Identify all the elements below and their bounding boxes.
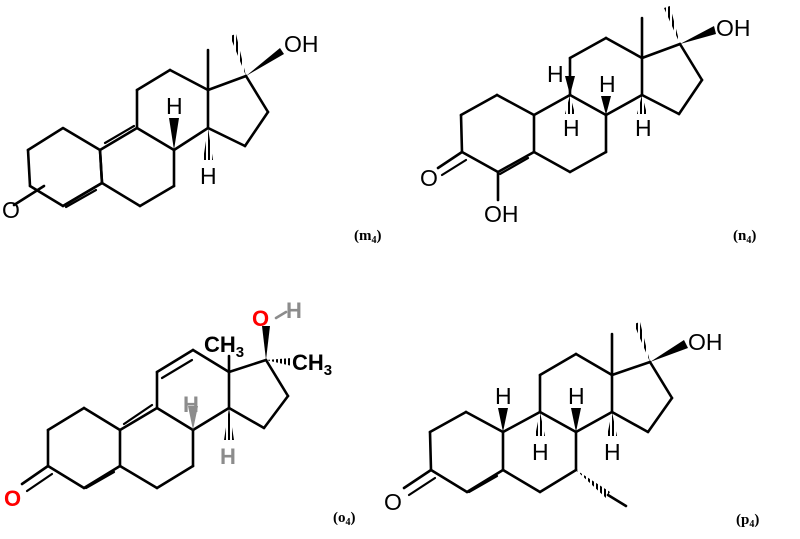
o4-hydroxyl-hydrogen: H <box>286 298 302 323</box>
p4-h14: H <box>604 439 621 465</box>
n4-h10: H <box>547 61 564 87</box>
o4-c18-methyl: CH3 <box>204 332 244 361</box>
structure-m4-bonds <box>12 34 284 209</box>
m4-ketone-oxygen: O <box>2 197 20 223</box>
o4-c17-methyl: CH3 <box>292 350 332 379</box>
p4-h9: H <box>532 439 549 465</box>
structure-o4-bonds <box>20 310 292 493</box>
n4-c4-hydroxyl: OH <box>484 201 519 227</box>
structure-p4: O OH H H H H (p4) <box>384 322 759 530</box>
m4-h14: H <box>200 163 217 189</box>
m4-h8: H <box>166 93 183 119</box>
o4-label: (o4) <box>333 510 356 528</box>
p4-h8: H <box>568 383 585 409</box>
n4-h14: H <box>635 115 652 141</box>
n4-h8: H <box>599 71 616 97</box>
o4-h14: H <box>220 444 236 469</box>
n4-label: (n4) <box>733 228 756 246</box>
p4-label: (p4) <box>736 512 759 530</box>
p4-hydroxyl: OH <box>688 329 723 355</box>
n4-c17-hydroxyl: OH <box>716 15 751 41</box>
structure-o4: O O H CH3 CH3 H H (o4) <box>4 298 356 528</box>
structure-n4-bonds <box>436 6 716 202</box>
n4-ketone-oxygen: O <box>420 165 438 191</box>
m4-label: (m4) <box>354 228 382 246</box>
o4-ketone-oxygen: O <box>4 486 21 511</box>
o4-hydroxyl-oxygen: O <box>252 306 269 331</box>
structure-m4: O OH H H (m4) <box>2 31 382 246</box>
p4-h10: H <box>495 383 512 409</box>
m4-hydroxyl: OH <box>284 31 319 57</box>
structure-p4-bonds <box>402 322 688 508</box>
o4-h8: H <box>183 392 199 417</box>
p4-ketone-oxygen: O <box>384 489 402 515</box>
structure-n4: O OH OH H H H H (n4) <box>420 6 756 246</box>
n4-h9: H <box>563 115 580 141</box>
